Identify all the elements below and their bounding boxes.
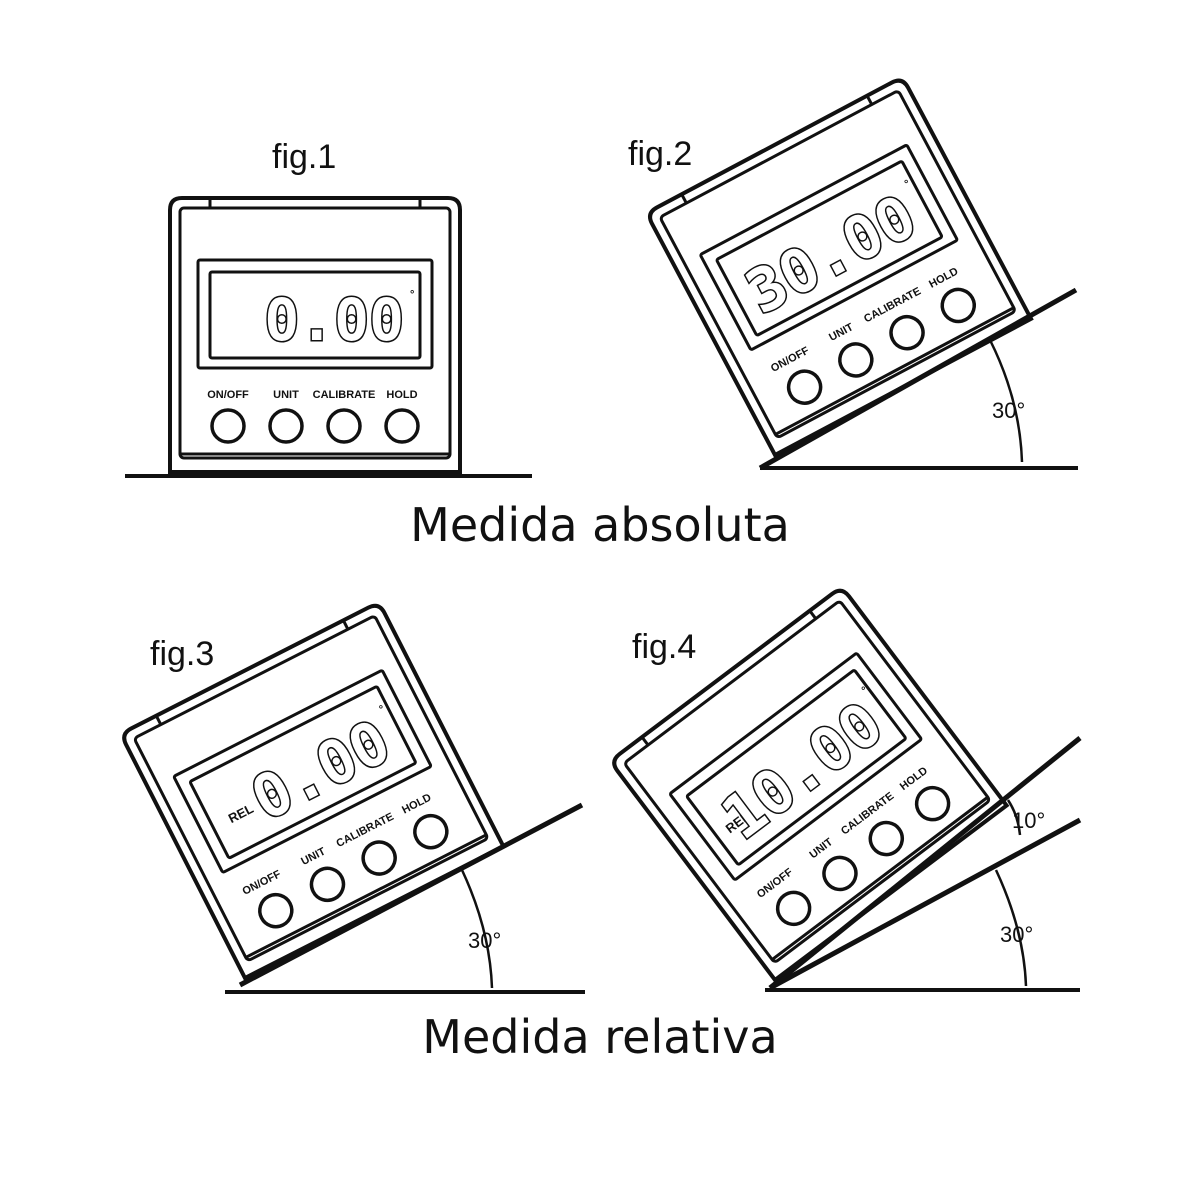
fig-1-degree-mark: ° [410,289,414,301]
fig-2-angle-label: 30° [992,398,1025,423]
fig-4-top-angle-arc [1006,799,1022,836]
onoff-button-label: ON/OFF [207,389,249,401]
unit-button-label: UNIT [299,845,328,867]
fig-3-lcd-reading: 0.00 [241,707,402,835]
fig-4-bottom-angle-label: 30° [1000,922,1033,947]
figure-1: fig.1 0.00 ° ON/OFF UNIT CALIBRATE HOLD [125,138,532,478]
fig-3-angle-label: 30° [468,928,501,953]
figure-3: fig.3 30° REL 0.00 ° ON/OFF UNIT CALIBRA… [118,600,585,994]
calibrate-button-label: CALIBRATE [313,389,376,401]
hold-button-label: HOLD [386,389,417,401]
hold-button-label: HOLD [400,792,433,817]
figure-2: fig.2 30° 30.00 ° ON/OFF UNIT CALIBRATE … [628,77,1078,471]
fig-2-degree-mark: ° [903,178,913,191]
fig-3-degree-mark: ° [378,703,387,716]
calibrate-button-label: CALIBRATE [839,790,896,837]
fig-3-rel-indicator: REL [226,801,256,826]
unit-button-label: UNIT [827,321,856,344]
caption-absolute-measurement: Medida absoluta [410,498,790,552]
caption-relative-measurement: Medida relativa [422,1010,778,1064]
fig-1-lcd-reading: 0.00 [264,286,404,354]
fig-2-angle-gauge: 30.00 ° ON/OFF UNIT CALIBRATE HOLD [646,77,1031,455]
unit-button-label: UNIT [807,836,835,861]
figure-4: fig.4 10° 30° REL 10.00 ° ON/OFF UNIT CA… [608,584,1082,992]
fig-1-label: fig.1 [272,138,336,176]
fig-3-angle-arc [460,869,494,989]
fig-2-label: fig.2 [628,135,692,173]
fig-4-bottom-angle-arc [994,869,1028,987]
fig-4-label: fig.4 [632,628,696,666]
onoff-button-label: ON/OFF [755,866,796,901]
hold-button-label: HOLD [927,265,960,290]
fig-4-lower-incline-line [768,817,1082,991]
unit-button-label: UNIT [273,389,299,401]
fig-4-degree-mark: ° [860,684,871,696]
fig-3-label: fig.3 [150,635,214,673]
fig-4-top-angle-label: 10° [1012,808,1045,833]
fig-2-angle-arc [988,339,1024,463]
fig-1-angle-gauge: 0.00 ° ON/OFF UNIT CALIBRATE HOLD [168,196,462,474]
